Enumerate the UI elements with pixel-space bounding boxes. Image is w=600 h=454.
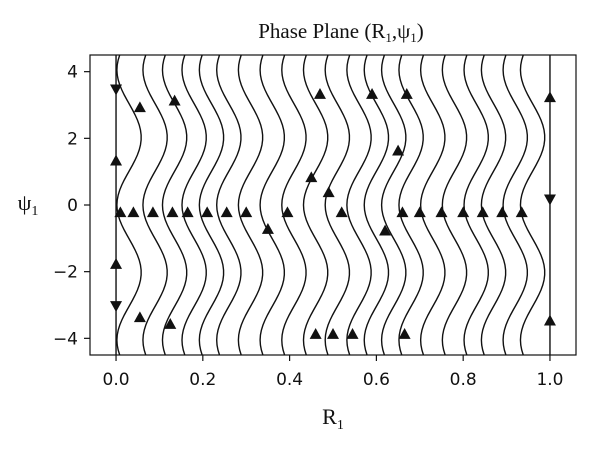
stream-arrow-13 (313, 88, 326, 99)
stream-arrow-1 (110, 154, 123, 166)
streamline-1 (142, 55, 168, 355)
stream-arrow-18 (261, 223, 274, 234)
title-sub-2: 1 (410, 30, 417, 45)
row-arrow-13 (457, 206, 470, 218)
streamline-18 (480, 55, 507, 355)
y-tick-label-3: 2 (67, 129, 78, 149)
row-arrow-3 (166, 206, 179, 218)
row-arrow-6 (220, 206, 233, 218)
x-tick-label-4: 0.8 (450, 370, 477, 390)
stream-arrow-4 (543, 91, 556, 103)
stream-arrow-22 (398, 328, 411, 339)
row-arrow-5 (201, 206, 214, 218)
stream-arrow-3 (110, 301, 123, 312)
stream-arrow-12 (322, 186, 335, 198)
row-arrow-0 (114, 206, 127, 218)
stream-arrow-20 (327, 328, 339, 339)
plot-layer: 0.0 0.2 0.4 0.6 0.8 1.0 −4 −2 0 2 4 (53, 54, 577, 390)
row-arrow-1 (127, 206, 140, 218)
stream-arrow-6 (543, 314, 556, 326)
streamline-15 (419, 55, 446, 355)
title-part-2: ,ψ (392, 19, 410, 43)
row-arrow-11 (413, 206, 426, 218)
streamline-19 (502, 55, 529, 355)
title-sub-1: 1 (385, 30, 392, 45)
streamline-7 (259, 55, 286, 355)
row-arrow-10 (396, 206, 409, 218)
x-axis-label-sub: 1 (337, 418, 344, 433)
streamline-16 (441, 55, 468, 355)
stream-arrow-5 (543, 194, 556, 206)
stream-arrow-16 (392, 144, 405, 156)
streamline-14 (398, 55, 424, 355)
stream-arrow-7 (133, 101, 146, 113)
y-tick-label-1: −2 (53, 263, 78, 283)
x-tick-label-0: 0.0 (103, 370, 130, 390)
streamline-12 (363, 55, 390, 355)
row-arrow-9 (335, 206, 348, 218)
y-tick-label-4: 4 (67, 63, 78, 83)
x-axis-label-main: R (322, 404, 337, 429)
streamlines-group (115, 55, 551, 355)
y-tick-label-2: 0 (67, 196, 78, 216)
y-axis-label-main: ψ (18, 190, 32, 215)
x-tick-label-1: 0.2 (189, 370, 216, 390)
stream-arrow-21 (346, 328, 359, 339)
streamline-0 (116, 55, 142, 355)
title-part-3: ) (417, 19, 424, 43)
stream-arrow-14 (366, 88, 379, 99)
stream-arrow-10 (164, 318, 177, 329)
row-arrow-14 (476, 206, 489, 218)
stream-arrow-8 (133, 311, 146, 323)
streamline-11 (346, 55, 372, 355)
stream-arrow-0 (110, 84, 123, 96)
row-arrow-12 (435, 206, 448, 218)
stream-arrow-15 (400, 88, 413, 99)
y-tick-label-0: −4 (53, 329, 78, 349)
row-arrow-7 (240, 206, 253, 218)
streamline-9 (302, 55, 329, 355)
streamline-20 (519, 55, 546, 355)
stream-arrow-11 (305, 171, 318, 183)
streamline-6 (237, 55, 264, 355)
title-part-1: Phase Plane (R (258, 19, 385, 43)
x-tick-label-5: 1.0 (536, 370, 563, 390)
stream-arrow-19 (309, 328, 322, 339)
row-arrow-8 (281, 206, 294, 218)
streamline-3 (181, 55, 207, 355)
stream-arrow-9 (168, 94, 181, 106)
row-arrow-15 (496, 206, 509, 218)
y-axis-label: ψ1 (18, 190, 39, 219)
streamline-5 (216, 55, 242, 355)
x-tick-label-3: 0.6 (363, 370, 390, 390)
streamline-10 (324, 55, 351, 355)
streamline-17 (463, 55, 489, 355)
streamline-8 (281, 55, 307, 355)
row-arrow-16 (515, 206, 528, 218)
chart-title: Phase Plane (R1,ψ1) (258, 19, 424, 45)
stream-arrow-2 (110, 258, 123, 269)
x-tick-label-2: 0.4 (276, 370, 303, 390)
streamline-13 (380, 55, 407, 355)
row-arrow-2 (146, 206, 159, 218)
row-arrow-4 (181, 206, 194, 218)
y-axis-label-sub: 1 (31, 204, 38, 219)
x-axis-label: R1 (322, 404, 344, 433)
streamline-4 (198, 55, 225, 355)
stream-arrow-17 (379, 224, 392, 236)
